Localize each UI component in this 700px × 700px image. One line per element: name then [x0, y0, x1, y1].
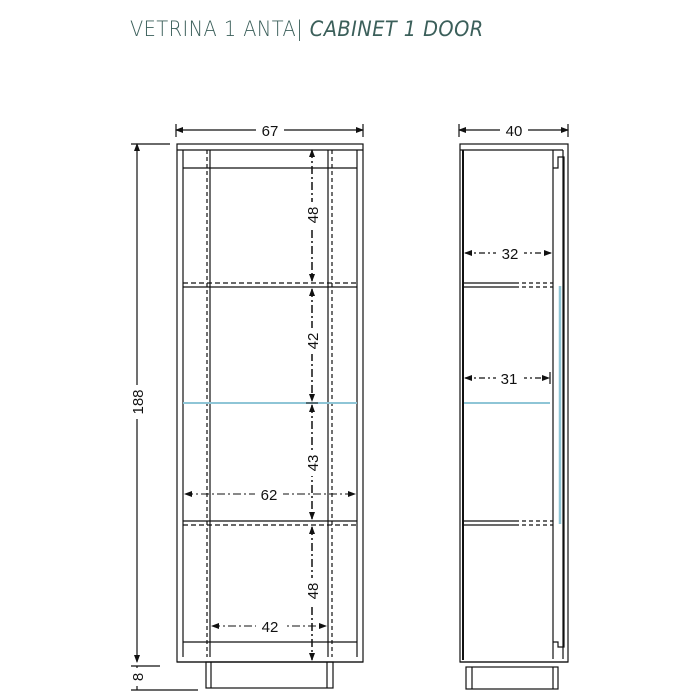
side-dimension-labels: 40 32 31 — [496, 122, 528, 388]
depth-label: 40 — [506, 123, 523, 140]
compartment-2-label: 42 — [305, 333, 322, 350]
side-view — [458, 124, 569, 690]
door-inner-width-label: 42 — [262, 619, 279, 636]
width-label: 67 — [262, 123, 279, 140]
front-dimension-labels: 67 188 8 48 42 43 48 62 42 — [130, 122, 322, 686]
glass-depth-label: 31 — [501, 371, 518, 388]
title-italian: VETRINA 1 ANTA — [130, 17, 297, 41]
height-label: 188 — [130, 389, 147, 414]
base-label: 8 — [130, 673, 147, 681]
upper-depth-label: 32 — [502, 246, 519, 263]
front-view — [131, 124, 364, 691]
compartment-4-label: 48 — [305, 583, 322, 600]
compartment-3-label: 43 — [305, 455, 322, 472]
drawing-title: VETRINA 1 ANTA| CABINET 1 DOOR — [130, 17, 484, 41]
title-separator: | — [296, 17, 304, 41]
title-english: CABINET 1 DOOR — [309, 17, 484, 41]
compartment-1-label: 48 — [305, 207, 322, 224]
inner-width-label: 62 — [261, 487, 278, 504]
